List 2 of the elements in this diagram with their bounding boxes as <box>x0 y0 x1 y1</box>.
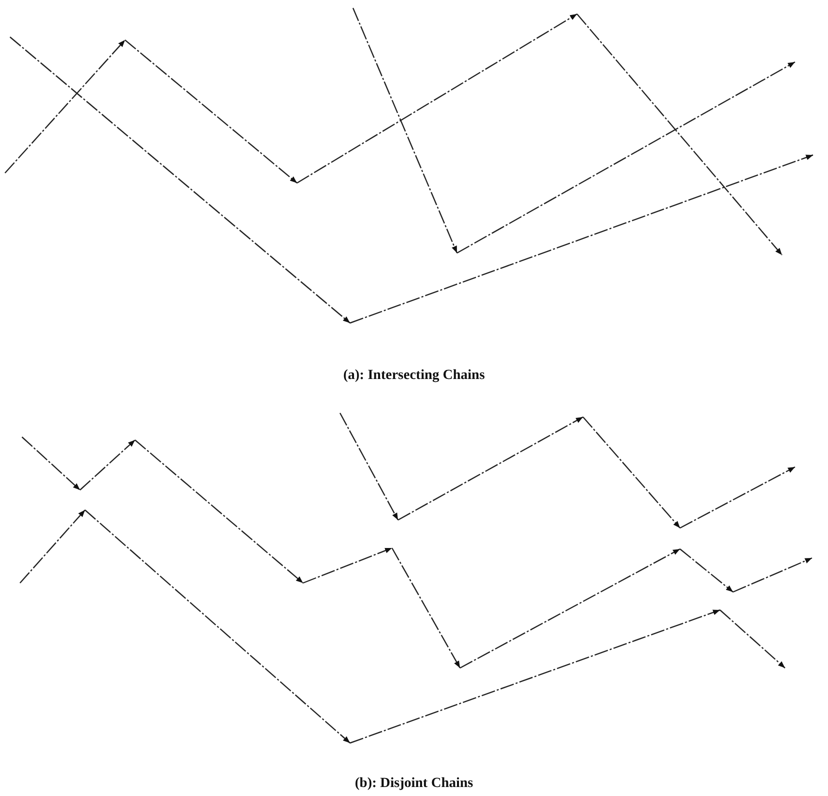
figure-caption: (a): Intersecting Chains <box>343 368 485 384</box>
figure-caption: (b): Disjoint Chains <box>354 776 474 792</box>
